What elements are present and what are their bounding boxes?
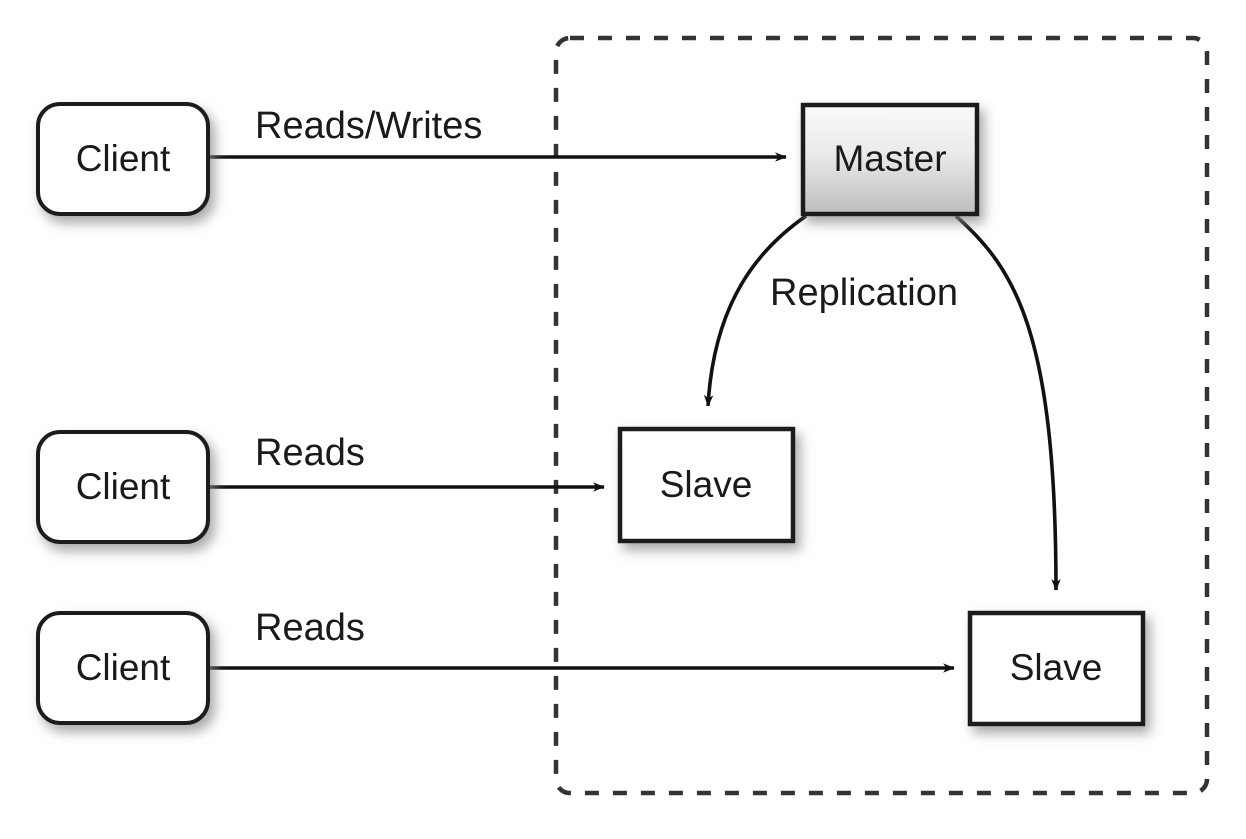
node-label: Client	[76, 647, 171, 688]
node-client-2[interactable]: Client	[36, 430, 210, 544]
edge-label-reads-1: Reads	[255, 432, 365, 474]
node-label: Slave	[660, 464, 753, 505]
client-box[interactable]	[36, 430, 210, 544]
node-label: Master	[833, 138, 946, 179]
edge-label-replication: Replication	[770, 272, 958, 314]
node-label: Client	[76, 138, 171, 179]
slave-box[interactable]	[617, 426, 796, 544]
client-box[interactable]	[36, 102, 210, 216]
edge-curve	[954, 214, 1061, 591]
node-slave-2[interactable]: Slave	[967, 610, 1146, 727]
replication-cluster-boundary	[553, 35, 1210, 796]
edge-label-reads-writes: Reads/Writes	[255, 105, 482, 147]
edge-master-slave1	[703, 214, 808, 407]
node-slave-1[interactable]: Slave	[617, 426, 796, 544]
node-client-1[interactable]: Client	[36, 102, 210, 216]
client-box[interactable]	[36, 611, 210, 725]
edge-curve	[703, 214, 808, 407]
node-client-3[interactable]: Client	[36, 611, 210, 725]
edge-master-slave2	[954, 214, 1061, 591]
edge-label-reads-2: Reads	[255, 607, 365, 649]
node-label: Slave	[1010, 647, 1103, 688]
node-master[interactable]: Master	[800, 102, 980, 217]
slave-box[interactable]	[967, 610, 1146, 727]
node-label: Client	[76, 466, 171, 507]
master-box[interactable]	[800, 102, 980, 217]
